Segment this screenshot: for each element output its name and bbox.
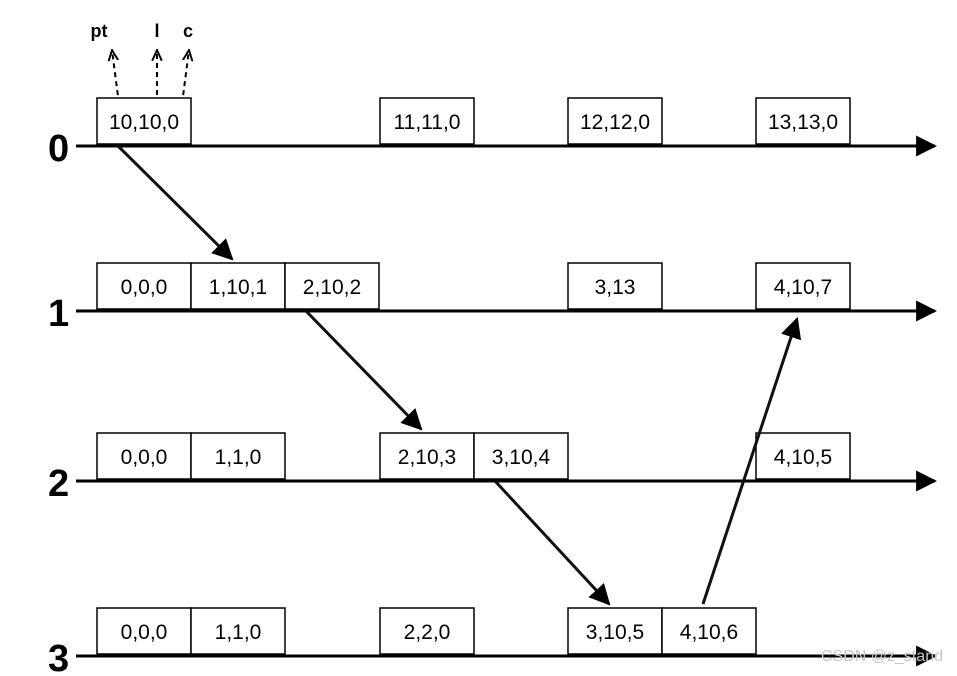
legend-label-l: l: [154, 21, 159, 41]
event-timestamp: 1,1,0: [215, 446, 262, 469]
process-label: 1: [48, 293, 69, 335]
process-row-3: 3 0,0,0 1,1,0 2,2,0 3,10,5 4,10,6: [48, 607, 938, 676]
event-box: 2,10,3: [379, 432, 475, 480]
legend-arrow-pt: [112, 50, 120, 105]
process-row-2: 2 0,0,0 1,1,0 2,10,3 3,10,4 4,10,5: [48, 432, 938, 505]
event-timestamp: 2,2,0: [404, 621, 451, 644]
message-arrow: [493, 479, 611, 606]
event-box: 11,11,0: [379, 97, 475, 145]
event-box-frame: [190, 607, 286, 655]
event-box: 4,10,6: [661, 607, 757, 655]
legend-label-pt: pt: [91, 21, 108, 41]
message-arrow: [304, 309, 423, 431]
event-box: 4,10,7: [755, 262, 851, 310]
event-box: 0,0,0: [96, 607, 192, 655]
process-rows: 0 10,10,0 11,11,0 12,12,0 13,13,0 1 0,0,0 1,10,…: [48, 97, 938, 676]
event-timestamp: 1,1,0: [215, 621, 262, 644]
event-timestamp: 3,13: [595, 276, 636, 299]
event-box: 3,10,5: [567, 607, 663, 655]
event-timestamp: 0,0,0: [121, 621, 168, 644]
event-box: 1,1,0: [190, 432, 286, 480]
event-timestamp: 2,10,2: [303, 276, 361, 299]
legend-arrow-c: [181, 50, 189, 105]
event-box: 3,10,4: [473, 432, 569, 480]
message-arrow: [701, 317, 802, 605]
event-box: 13,13,0: [755, 97, 851, 145]
event-timestamp: 13,13,0: [768, 111, 838, 134]
event-box-frame: [661, 607, 757, 655]
event-timestamp: 2,10,3: [398, 446, 456, 469]
event-box-frame: [190, 432, 286, 480]
event-timestamp: 11,11,0: [394, 111, 461, 134]
event-box: 4,10,5: [755, 432, 851, 480]
event-timestamp: 4,10,5: [774, 446, 832, 469]
event-box: 10,10,0: [96, 97, 192, 145]
event-box-frame: [96, 97, 192, 145]
event-box-frame: [379, 432, 475, 480]
event-box-frame: [379, 97, 475, 145]
process-row-1: 1 0,0,0 1,10,1 2,10,2 3,13 4,10,7: [48, 262, 938, 335]
event-box: 0,0,0: [96, 432, 192, 480]
event-box-frame: [755, 262, 851, 310]
event-box-frame: [190, 262, 286, 310]
process-label: 0: [48, 128, 69, 170]
event-timestamp: 4,10,7: [774, 276, 832, 299]
process-label: 2: [48, 463, 69, 505]
event-box-frame: [284, 262, 380, 310]
event-box-frame: [567, 97, 663, 145]
process-row-0: 0 10,10,0 11,11,0 12,12,0 13,13,0: [48, 97, 938, 170]
watermark: CSDN @z_stand: [820, 648, 943, 665]
event-timestamp: 1,10,1: [209, 276, 267, 299]
event-timestamp: 12,12,0: [580, 111, 650, 134]
process-label: 3: [48, 638, 69, 676]
event-box-frame: [96, 607, 192, 655]
event-timestamp: 0,0,0: [121, 276, 168, 299]
event-box: 1,10,1: [190, 262, 286, 310]
event-timestamp: 3,10,4: [492, 446, 551, 469]
event-box-frame: [567, 262, 663, 310]
event-box-frame: [473, 432, 569, 480]
event-box-frame: [755, 97, 851, 145]
event-box-frame: [755, 432, 851, 480]
event-timestamp: 0,0,0: [121, 446, 168, 469]
message-arrow: [116, 144, 234, 261]
event-box-frame: [567, 607, 663, 655]
legend: pt l c: [91, 21, 194, 105]
event-box: 0,0,0: [96, 262, 192, 310]
event-box: 12,12,0: [567, 97, 663, 145]
event-timestamp: 10,10,0: [109, 111, 179, 134]
legend-label-c: c: [183, 21, 193, 41]
event-box-frame: [96, 262, 192, 310]
event-box: 2,10,2: [284, 262, 380, 310]
event-box: 3,13: [567, 262, 663, 310]
event-timestamp: 4,10,6: [680, 621, 738, 644]
event-box: 1,1,0: [190, 607, 286, 655]
event-box-frame: [96, 432, 192, 480]
message-arrows: [116, 144, 802, 606]
event-timestamp: 3,10,5: [586, 621, 644, 644]
event-box: 2,2,0: [379, 607, 475, 655]
event-box-frame: [379, 607, 475, 655]
